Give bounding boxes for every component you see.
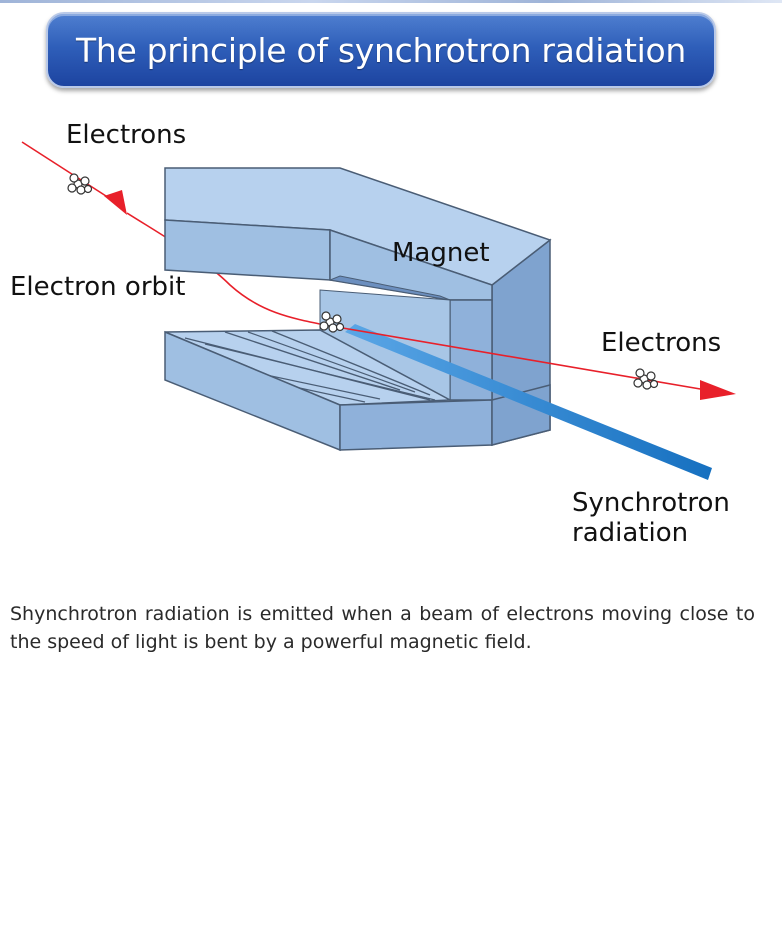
magnet <box>164 167 552 452</box>
page-title: The principle of synchrotron radiation <box>75 30 687 70</box>
label-electrons-incoming: Electrons <box>66 120 187 150</box>
label-synchrotron: Synchrotron <box>572 488 730 518</box>
label-electron-orbit: Electron orbit <box>10 272 186 302</box>
label-electrons-outgoing: Electrons <box>601 328 722 358</box>
caption-text: Shynchrotron radiation is emitted when a… <box>10 603 755 653</box>
electron-cluster-outgoing <box>633 368 659 390</box>
label-magnet: Magnet <box>392 238 490 268</box>
electron-arrow-outgoing <box>700 380 736 400</box>
electron-orbit-curve <box>126 212 326 326</box>
title-banner: The principle of synchrotron radiation <box>46 12 716 88</box>
electron-arrow-incoming <box>104 190 127 215</box>
synchrotron-diagram <box>21 141 736 480</box>
synchrotron-radiation-beam <box>345 324 712 480</box>
electron-path-incoming <box>21 141 121 206</box>
electron-cluster-incoming <box>67 173 93 195</box>
label-radiation: radiation <box>572 518 689 548</box>
top-decorative-strip <box>0 0 782 3</box>
